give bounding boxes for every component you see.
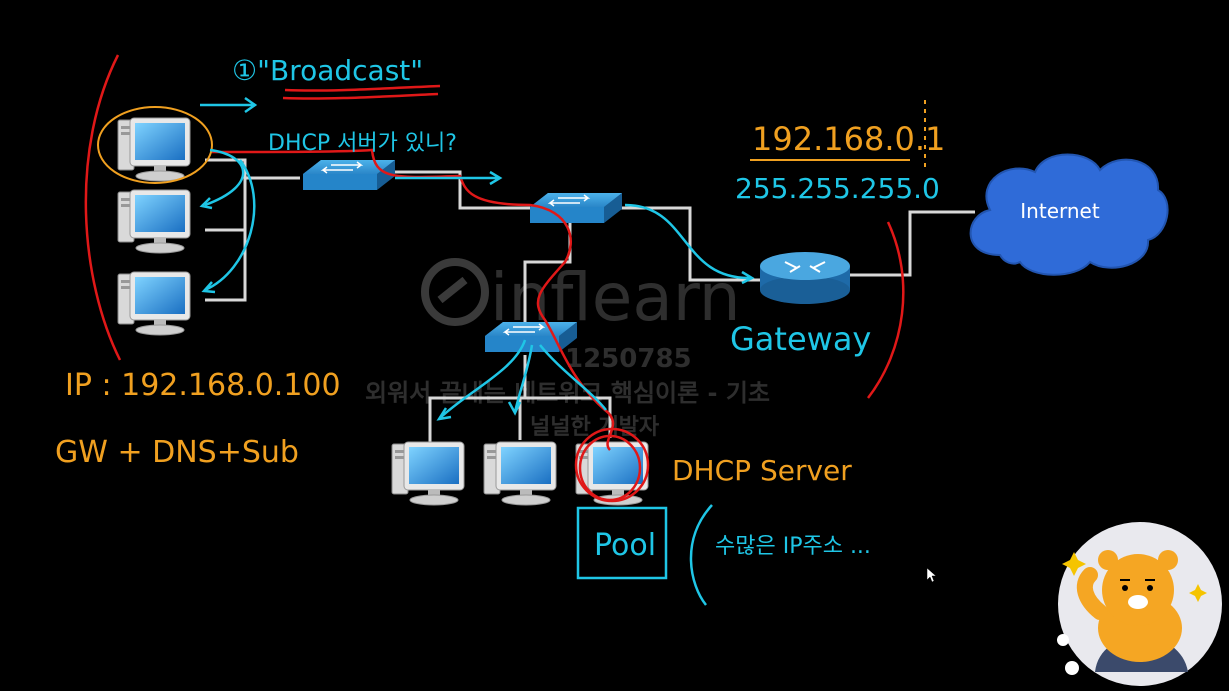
switch-icon [302,159,396,191]
subnet-mask-note: 255.255.255.0 [735,172,940,205]
pc-icon [483,441,557,506]
watermark-author: 널널한 개발자 [530,415,660,440]
orange-annotations [97,100,926,184]
watermark: inflearn 1250785 외워서 끝내는 네트워크 핵심이론 - 기초 … [365,258,770,440]
pool-note: 수많은 IP주소 ... [715,534,871,559]
watermark-course: 외워서 끝내는 네트워크 핵심이론 - 기초 [365,379,770,407]
pc-icon [575,441,649,506]
dhcp-server-label: DHCP Server [672,454,852,487]
mascot-icon [1057,522,1222,686]
pc-icon [117,117,191,182]
pc-icon [391,441,465,506]
router-icon [760,252,850,304]
pc-icon [117,189,191,254]
gateway-label: Gateway [730,320,871,358]
gw-dns-sub-note: GW + DNS+Sub [55,435,299,470]
watermark-logo-icon [421,258,489,326]
cloud-label: Internet [1020,199,1100,223]
cyan-arrows [199,96,755,606]
dhcp-question-note: DHCP 서버가 있니? [268,131,457,156]
cursor-icon [926,567,937,583]
gateway-ip-note: 192.168.0.1 [752,120,945,158]
client-ip-note: IP : 192.168.0.100 [65,368,341,403]
watermark-id: 1250785 [565,344,692,374]
pool-label: Pool [594,528,656,563]
cloud-icon: Internet [969,153,1169,276]
broadcast-note: ①"Broadcast" [232,54,423,87]
pc-icon [117,271,191,336]
